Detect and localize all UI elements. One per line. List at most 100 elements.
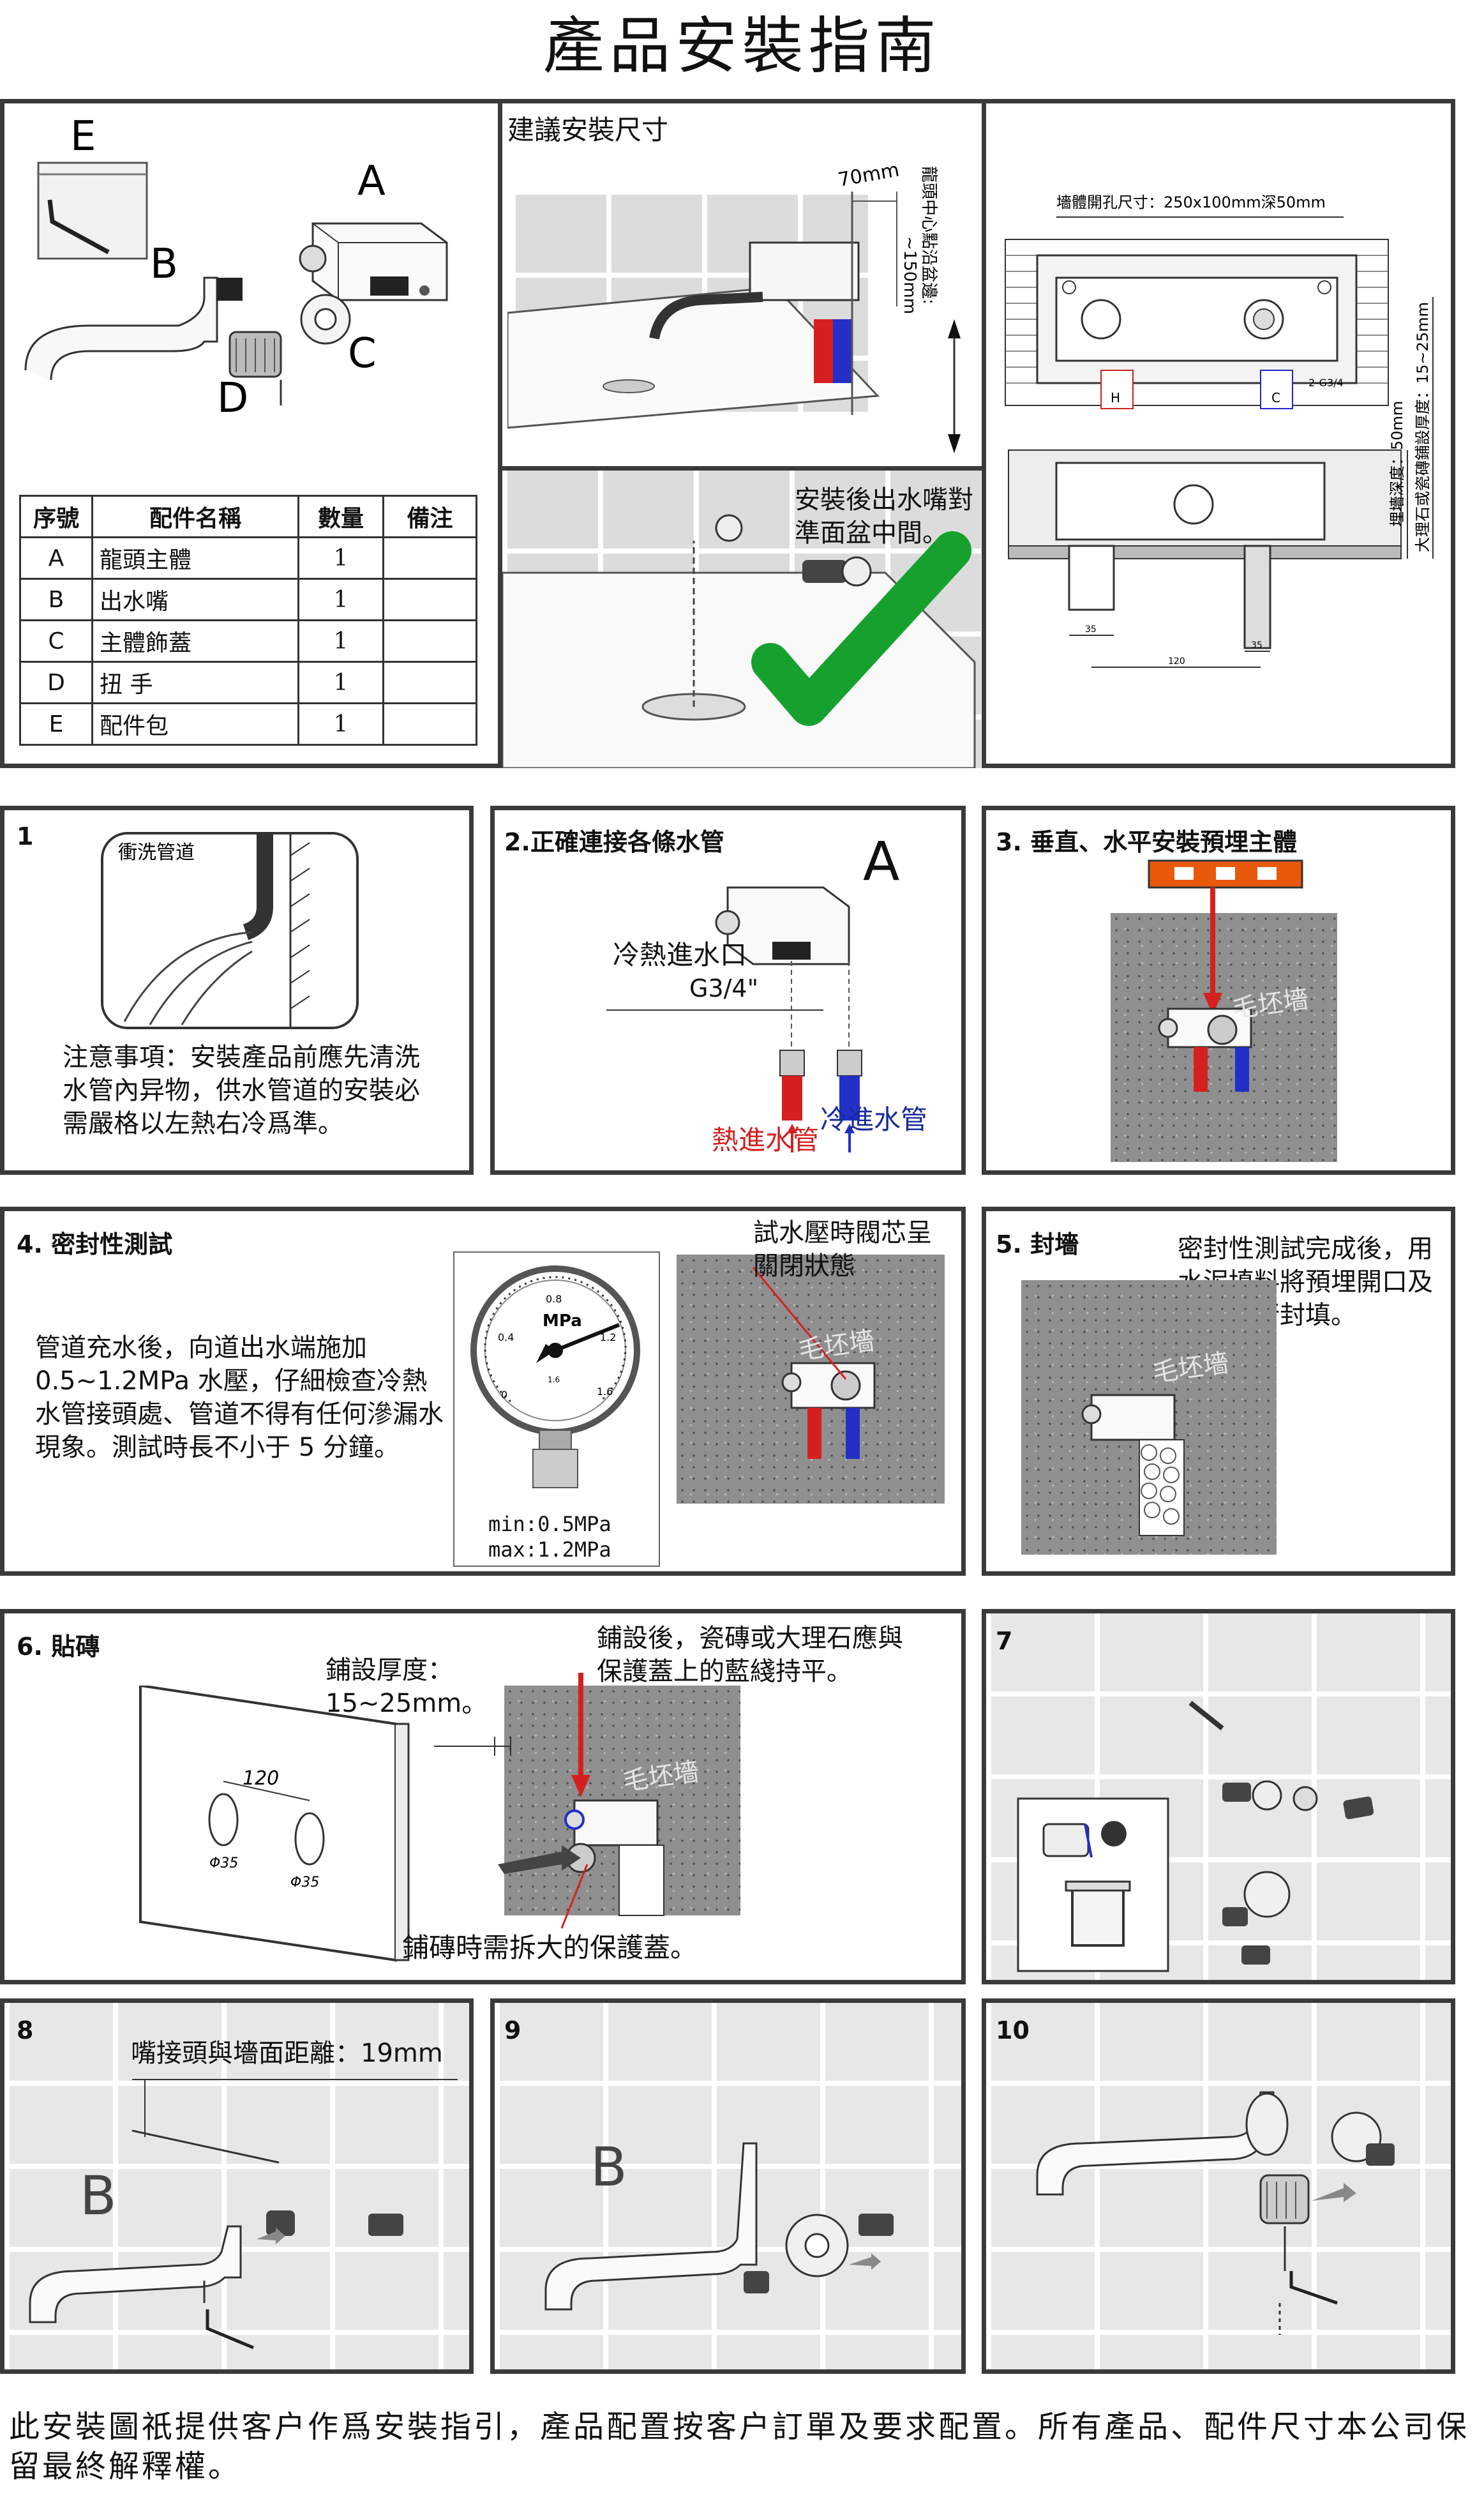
cold-pipe-icon — [839, 1076, 860, 1121]
spout-icon — [29, 2225, 242, 2323]
cover-install-diagram — [544, 2142, 894, 2311]
label-c: C — [348, 330, 377, 377]
max-pressure: max:1.2MPa — [488, 1537, 611, 1562]
pipe-label: 衝洗管道 — [118, 842, 195, 864]
spout-install-diagram — [29, 2079, 458, 2350]
protective-cover-note: 鋪磚時需拆大的保護蓋。 — [402, 1932, 698, 1963]
step-1-note: 注意事項：安裝產品前應先清洗水管內异物，供水管道的安裝必需嚴格以左熱右冷爲準。 — [63, 1043, 420, 1138]
pipe-connection-diagram — [606, 886, 862, 1152]
gauge-tick: 1.2 — [600, 1331, 616, 1343]
label-b: B — [150, 241, 178, 288]
g34-label: G3/4" — [689, 974, 759, 1002]
step-2-title: 2.正確連接各條水管 — [504, 828, 724, 856]
hot-marker: H — [1111, 390, 1120, 405]
dim-120: 120 — [1168, 656, 1185, 667]
tile-thickness-label: 鋪設厚度：15~25mm。 — [326, 1656, 488, 1718]
dim-70mm: 70mm — [836, 159, 901, 192]
dim-spout-label: 龍頭中心點沿盆邊: — [919, 166, 938, 305]
label-a: A — [863, 830, 900, 893]
valve-note: 試水壓時閥芯呈關閉狀態 — [753, 1218, 932, 1281]
hot-pipe-icon — [782, 1076, 802, 1121]
step-2-panel — [490, 806, 966, 1175]
step-5-title: 5. 封墻 — [996, 1230, 1079, 1258]
label-a: A — [357, 158, 386, 205]
hot-pipe-icon — [814, 319, 833, 383]
gauge-tick: 0 — [501, 1389, 507, 1401]
spout-icon — [24, 276, 218, 381]
step-9-panel — [490, 1998, 966, 2374]
wall-opening-size: 墻體開孔尺寸：250x100mm深50mm — [1056, 193, 1326, 211]
dim-phi35: Φ35 — [290, 1875, 319, 1891]
step-4-desc: 管道充水後，向道出水端施加0.5~1.2MPa 水壓，仔細檢查冷熱水管接頭處、管… — [35, 1333, 444, 1462]
rough-wall-illustration — [677, 1255, 945, 1504]
wall-seal-diagram — [1081, 1394, 1185, 1536]
step-1-number: 1 — [17, 822, 34, 850]
main-body-icon — [749, 241, 860, 301]
dim-150mm: ~150mm — [900, 236, 919, 314]
handle-install-diagram — [1036, 2091, 1395, 2335]
label-e: E — [70, 113, 96, 160]
label-b: B — [80, 2164, 117, 2227]
level-install-diagram — [1148, 859, 1303, 1092]
step-7-number: 7 — [996, 1627, 1013, 1655]
step-8-number: 8 — [17, 2016, 34, 2044]
hot-pipe-icon — [807, 1408, 821, 1459]
basin-size-diagram: 70mm 龍頭中心點沿盆邊: ~150mm — [507, 159, 961, 453]
cold-pipe-label: 冷進水管 — [820, 1104, 928, 1135]
spout-icon — [1036, 2091, 1275, 2196]
step-3-title: 3. 垂直、水平安裝預埋主體 — [996, 828, 1298, 856]
dim-35: 35 — [1085, 624, 1097, 635]
step-9-number: 9 — [504, 2016, 521, 2044]
step-10-number: 10 — [996, 2016, 1030, 2044]
step-6-title: 6. 貼磚 — [17, 1633, 100, 1661]
cold-pipe-icon — [846, 1408, 860, 1459]
spout-alignment-note: 安裝後出水嘴對準面盆中間。 — [795, 485, 973, 548]
inlet-label: 冷熱進水口 — [613, 939, 747, 970]
table-header: 備注 — [382, 495, 477, 538]
spout-alignment-diagram — [502, 514, 976, 768]
hot-pipe-icon — [1194, 1047, 1208, 1092]
tile-flush-note: 鋪設後，瓷磚或大理石應與保護蓋上的藍綫持平。 — [597, 1624, 903, 1686]
table-header: 數量 — [297, 495, 384, 538]
gauge-tick: 0.8 — [546, 1293, 562, 1305]
table-header: 序號 — [19, 495, 93, 538]
tile-plate-diagram: 120 Φ35 Φ35 — [139, 1686, 410, 1962]
gauge-tick: 1.6 — [597, 1385, 613, 1398]
wall-opening-drawing: 墻體開孔尺寸：250x100mm深50mm H C 2-G3/4 35 35 1… — [1005, 193, 1434, 668]
spout-distance-label: 嘴接頭與墻面距離：19mm — [131, 2039, 443, 2068]
pressure-test-diagram — [752, 1267, 876, 1459]
step-4-title: 4. 密封性測試 — [17, 1230, 173, 1258]
tiling-diagram — [434, 1673, 664, 1929]
handle-icon — [1259, 2174, 1310, 2224]
footer-disclaimer: 此安裝圖祇提供客户作爲安裝指引，產品配置按客户訂單及要求配置。所有產品、配件尺寸… — [9, 2409, 1470, 2484]
cold-marker: C — [1271, 390, 1280, 405]
table-header: 配件名稱 — [91, 495, 299, 538]
min-pressure: min:0.5MPa — [488, 1512, 611, 1536]
dim-120: 120 — [243, 1767, 279, 1790]
gauge-tick: 0.4 — [498, 1331, 514, 1343]
label-b: B — [590, 2136, 627, 2198]
cold-pipe-icon — [1235, 1047, 1249, 1092]
trash-can-icon — [1071, 1887, 1125, 1947]
spout-icon — [544, 2142, 758, 2311]
gauge-tick: 1.6 — [548, 1375, 560, 1384]
depth-note: 埋墻深度：50mm — [1388, 401, 1406, 527]
marble-thickness-note: 大理石或瓷磚鋪設厚度：15~25mm — [1414, 302, 1432, 552]
g34-label: 2-G3/4 — [1308, 377, 1344, 389]
step-8-panel — [0, 1998, 474, 2374]
hot-pipe-label: 熱進水管 — [712, 1124, 820, 1156]
dim-phi35: Φ35 — [209, 1855, 238, 1871]
remove-cover-diagram — [1017, 1700, 1374, 1972]
cold-pipe-icon — [833, 319, 852, 383]
step-5-desc: 密封性測試完成後，用水泥填料將預埋開口及管道進行封填。 — [1178, 1234, 1433, 1330]
gauge-unit: MPa — [543, 1311, 582, 1331]
page-title: 產品安裝指南 — [543, 10, 941, 82]
parts-diagram: E A B C D — [24, 113, 448, 422]
dim-35: 35 — [1251, 640, 1263, 651]
pressure-gauge: MPa 0 0.4 0.8 1.2 1.6 1.6 — [470, 1265, 640, 1488]
